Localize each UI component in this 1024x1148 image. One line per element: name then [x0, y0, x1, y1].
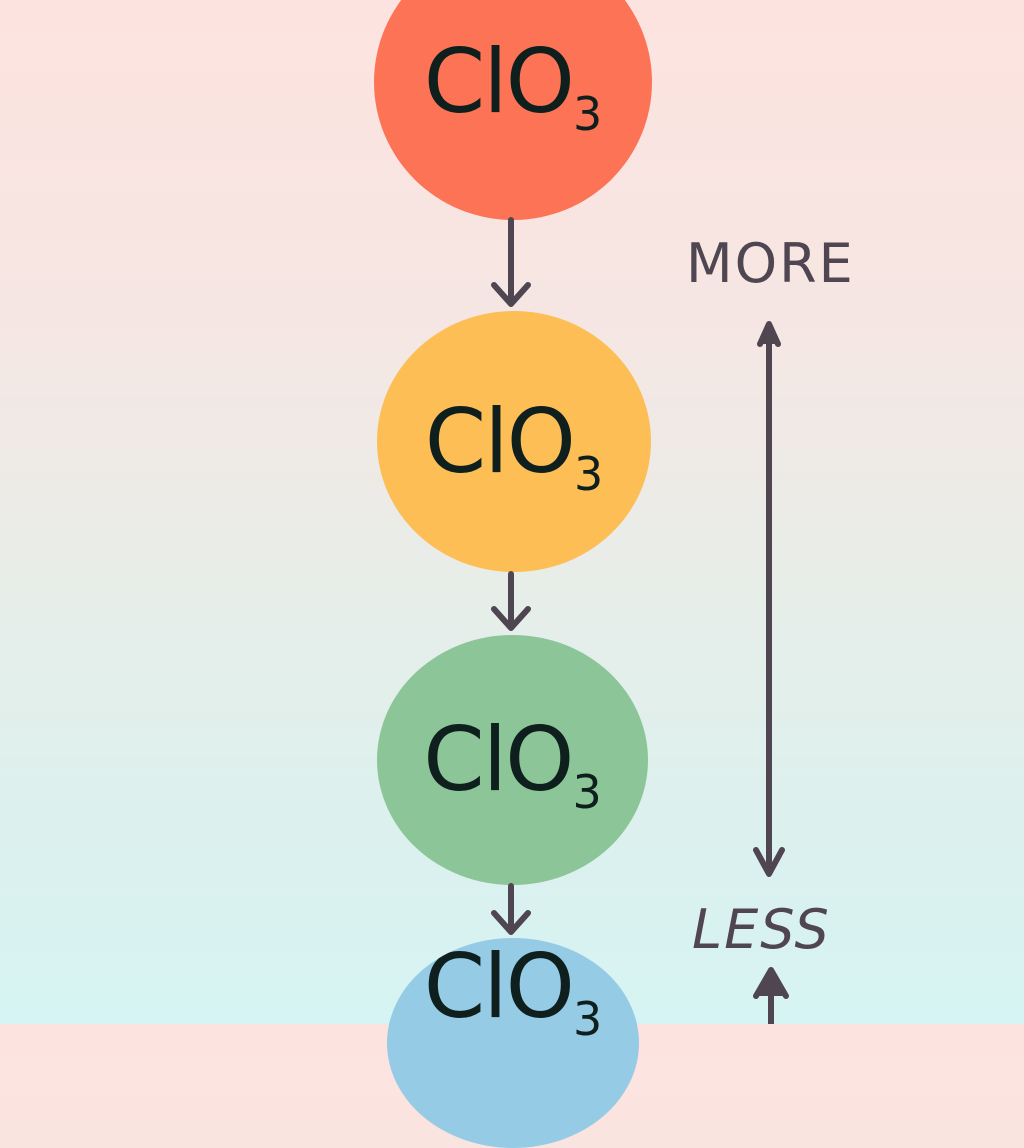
node-4-formula: ClO3	[423, 938, 603, 1046]
flow-arrow-2	[491, 571, 531, 631]
scale-label-less: LESS	[692, 898, 831, 961]
chlorate-node-4: ClO3	[387, 938, 639, 1148]
node-2-formula: ClO3	[424, 389, 604, 501]
chlorate-node-3: ClO3	[377, 635, 648, 885]
node-3-formula: ClO3	[423, 708, 602, 819]
chlorate-node-2: ClO3	[377, 311, 651, 572]
node-1-formula: ClO3	[423, 30, 603, 141]
flow-arrow-3	[491, 883, 531, 935]
lower-up-arrow	[753, 967, 789, 1024]
scale-label-more: MORE	[686, 232, 855, 295]
scale-double-arrow	[753, 321, 785, 877]
chlorate-node-1: ClO3	[374, 0, 652, 220]
flow-arrow-1	[491, 217, 531, 307]
